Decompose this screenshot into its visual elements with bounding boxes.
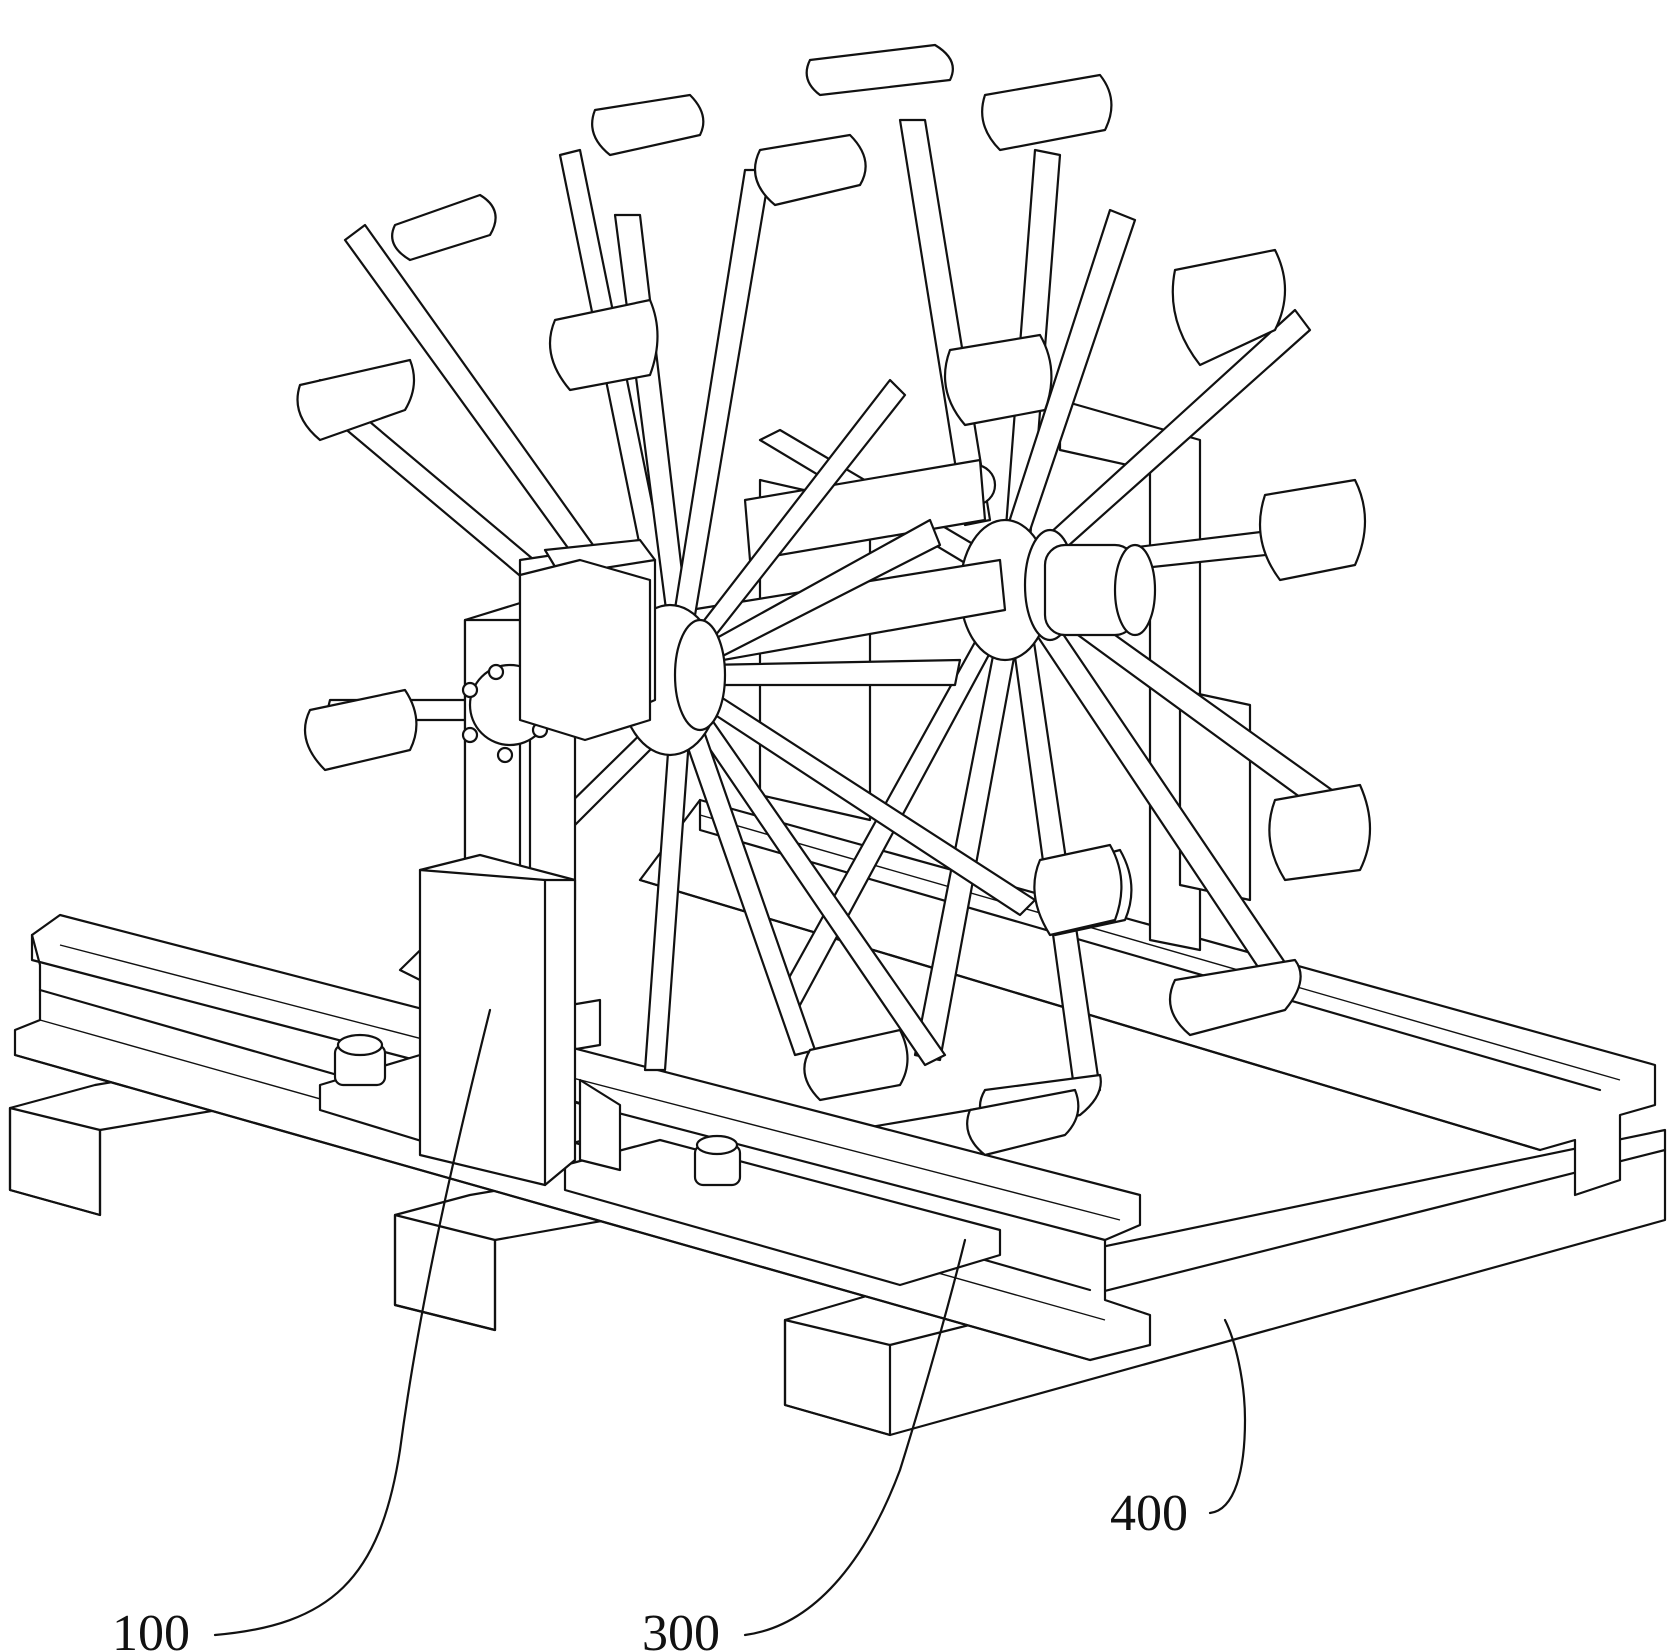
label-100: 100 [112,1605,190,1652]
leader-line-400 [1208,1318,1247,1515]
front-post-block [418,853,622,1187]
leader-line-100 [213,1008,492,1637]
leader-line-300 [743,1238,967,1637]
front-wheel-paddles [296,93,1123,1157]
label-400: 400 [1110,1485,1188,1542]
rail-clamp-right [563,1134,1002,1287]
label-300: 300 [642,1605,720,1652]
front-support [461,558,652,917]
rear-hub [953,463,1157,662]
rail-far [638,798,1657,1197]
leader-lines [213,1008,1247,1637]
